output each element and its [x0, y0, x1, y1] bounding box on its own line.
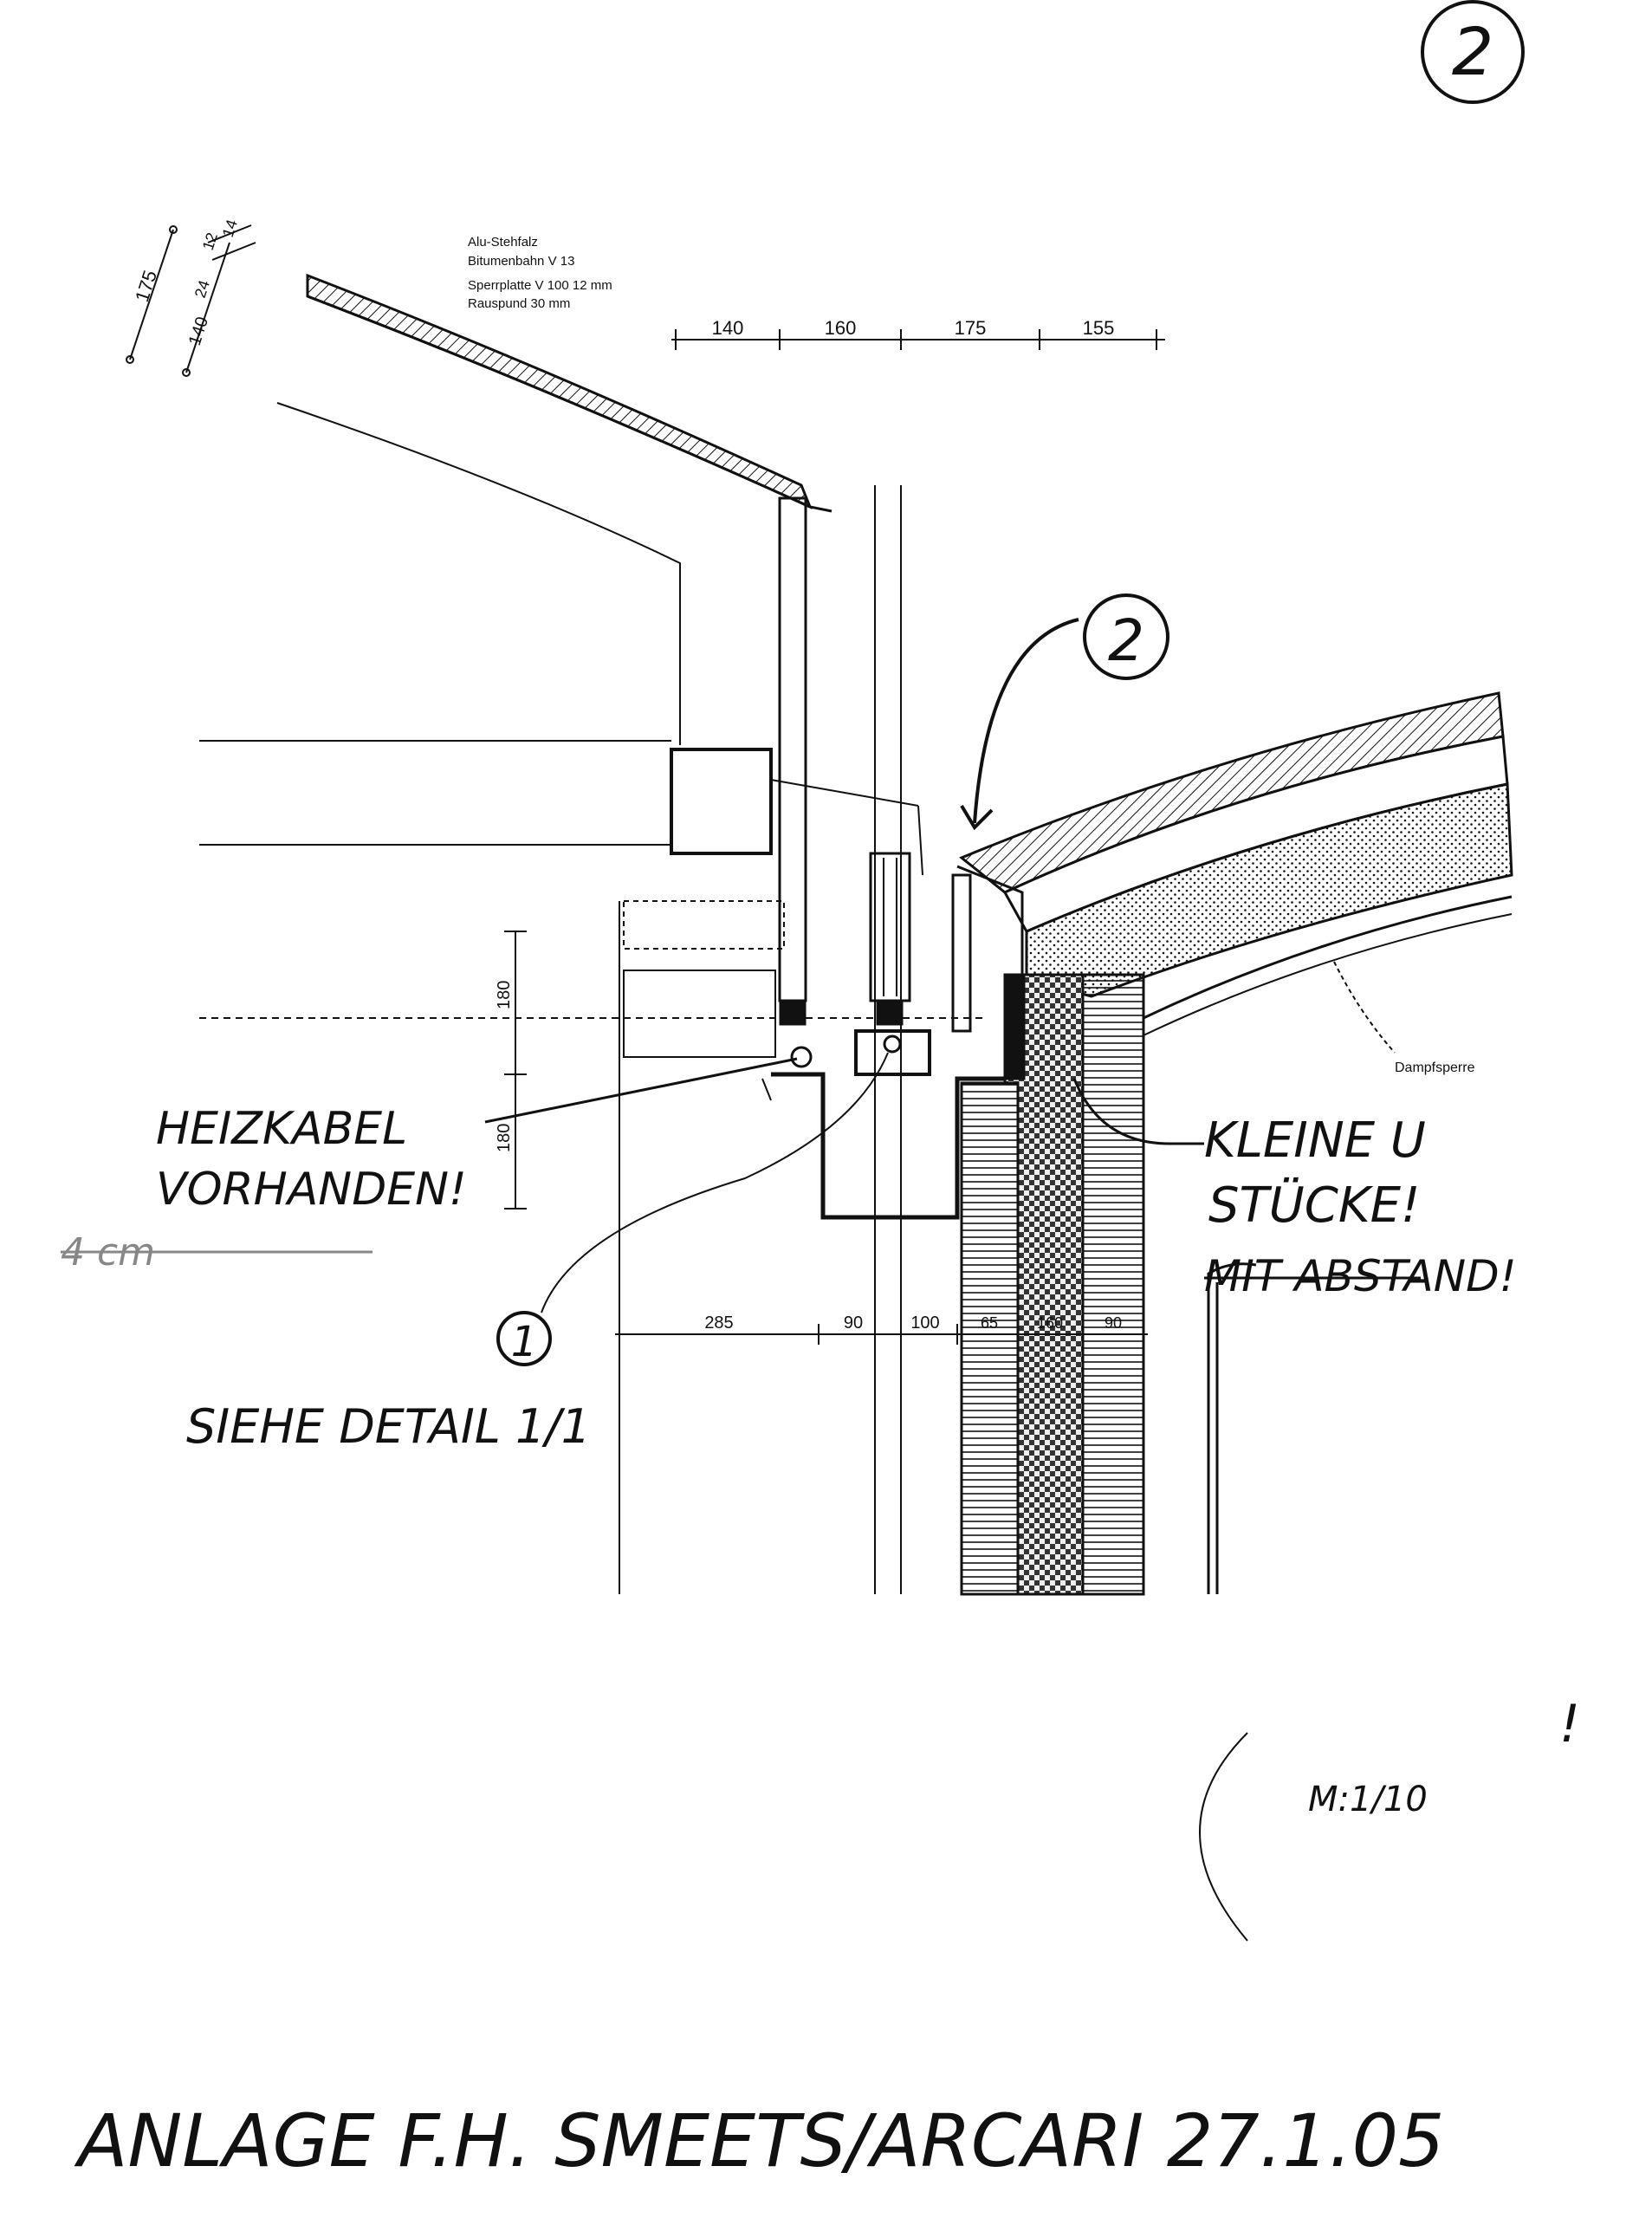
- page-number-marker: 2: [1421, 0, 1525, 104]
- footer-note: ANLAGE F.H. SMEETS/ARCARI 27.1.05: [74, 2098, 1444, 2183]
- dim-bottom-65: 65: [981, 1314, 998, 1332]
- dim-bottom-285: 285: [704, 1313, 733, 1333]
- label-dampfsperre: Dampfsperre: [1395, 1060, 1475, 1075]
- callout-2-number: 2: [1108, 607, 1144, 674]
- dim-left-175: 175: [131, 268, 161, 305]
- heizkabel-line-1: HEIZKABEL: [156, 1103, 407, 1155]
- dim-left-12: 12: [199, 230, 221, 252]
- right-frame: [1207, 1262, 1257, 1594]
- wall-section: [960, 973, 1145, 1596]
- callout-1-number: 1: [511, 1318, 538, 1366]
- spec-line-3: Sperrplatte V 100 12 mm: [468, 278, 612, 293]
- left-vertical-dimensions: [126, 224, 256, 377]
- spec-line-1: Alu-Stehfalz: [468, 235, 538, 250]
- vertical-post: [778, 485, 902, 1594]
- annotation-heizkabel: HEIZKABEL VORHANDEN!: [156, 1057, 798, 1216]
- heating-cable-circle: [790, 1046, 813, 1068]
- dim-bottom-90a: 90: [844, 1313, 863, 1333]
- annotation-kleine-u-stuecke: KLEINE U STÜCKE! MIT ABSTAND!: [1072, 1078, 1517, 1301]
- spec-line-4: Rauspund 30 mm: [468, 296, 570, 311]
- dim-top-160: 160: [825, 317, 857, 339]
- dashed-outline: [623, 900, 785, 950]
- dim-top-175: 175: [955, 317, 987, 339]
- dim-left-24: 24: [191, 278, 213, 300]
- heizkabel-line-2: VORHANDEN!: [156, 1164, 467, 1216]
- exclamation-mark: !: [1559, 1694, 1580, 1754]
- crossed-out-note: 4 cm: [61, 1230, 373, 1274]
- dim-left-140: 140: [185, 315, 212, 348]
- dim-top-155: 155: [1083, 317, 1115, 339]
- upper-roof: [276, 273, 832, 745]
- page-number: 2: [1452, 13, 1493, 90]
- dim-mid-180-lower: 180: [495, 1124, 514, 1152]
- dim-bottom-160: 160: [1037, 1314, 1063, 1332]
- right-roof: [951, 691, 1513, 1083]
- top-dimension-line: [671, 329, 1165, 350]
- dim-top-140: 140: [712, 317, 744, 339]
- scale-text: M:1/10: [1308, 1780, 1428, 1819]
- spec-line-2: Bitumenbahn V 13: [468, 254, 574, 269]
- window-frame: [779, 852, 911, 1026]
- dim-bottom-100: 100: [910, 1313, 939, 1333]
- spec-note: Alu-Stehfalz Bitumenbahn V 13 Sperrplatt…: [468, 235, 612, 311]
- callout-1: 1: [496, 1052, 889, 1366]
- dim-mid-180-upper: 180: [495, 981, 514, 1009]
- dim-bottom-90b: 90: [1105, 1314, 1122, 1332]
- bottom-dimension-line: [615, 1324, 1148, 1345]
- scale-note: M:1/10 !: [1199, 1694, 1580, 1942]
- kleine-line-3: MIT ABSTAND!: [1204, 1251, 1517, 1301]
- callout-2: 2: [960, 593, 1169, 831]
- middle-vertical-dimensions: [504, 931, 527, 1210]
- kleine-line-1: KLEINE U: [1204, 1112, 1426, 1169]
- kleine-line-2: STÜCKE!: [1208, 1177, 1420, 1234]
- beam-box: [670, 748, 773, 855]
- construction-lines: [199, 740, 988, 1019]
- gutter-channel: [761, 1029, 1005, 1220]
- annotation-siehe-detail: SIEHE DETAIL 1/1: [186, 1399, 591, 1454]
